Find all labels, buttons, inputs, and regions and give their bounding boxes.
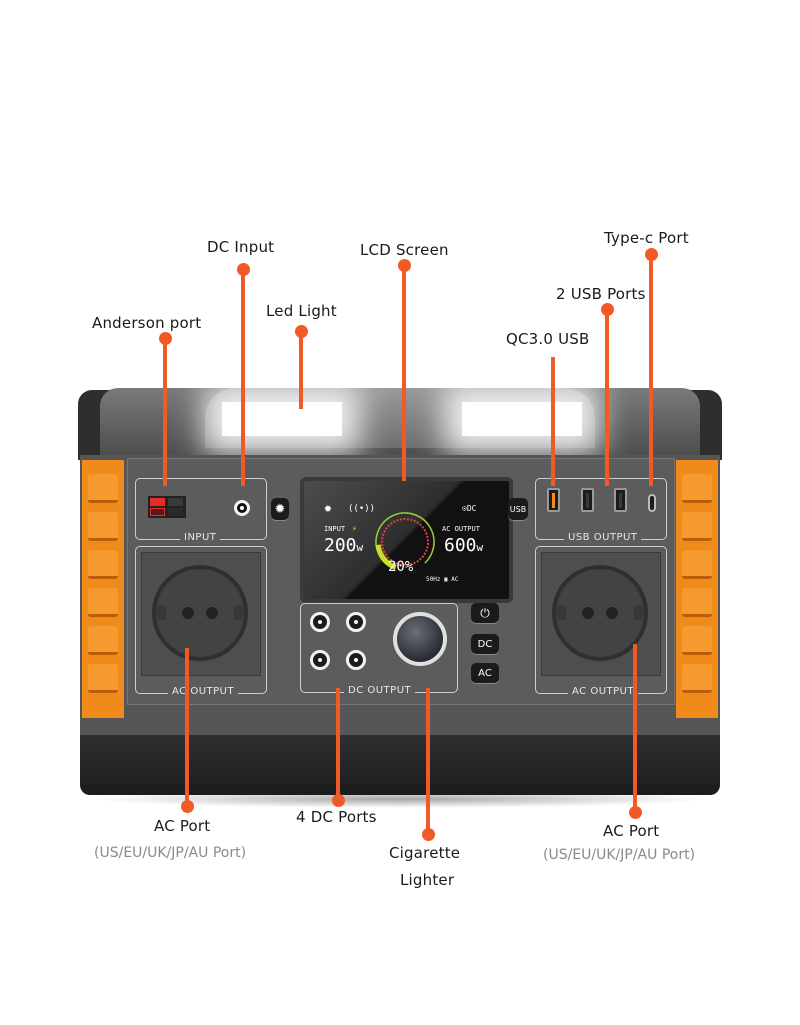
ac-socket-right[interactable] [552, 565, 648, 661]
ac-output-label-left: AC OUTPUT [168, 686, 239, 697]
callout-led-light: Led Light [266, 302, 337, 320]
ac-socket-box-right [541, 552, 661, 676]
dc-port-1[interactable] [310, 612, 330, 632]
qc3-usb-port[interactable] [547, 488, 560, 512]
callout-line [633, 644, 637, 808]
battery-gauge [375, 512, 435, 572]
callout-dot [629, 806, 642, 819]
ac-socket-box-left [141, 552, 261, 676]
lcd-frequency: 50Hz ▣ AC [426, 576, 459, 583]
callout-dc-ports: 4 DC Ports [296, 808, 377, 826]
callout-cigarette-line2: Lighter [400, 871, 455, 889]
callout-line [402, 265, 406, 481]
dc-port-2[interactable] [346, 612, 366, 632]
led-light-right [462, 402, 582, 436]
callout-line [551, 357, 555, 486]
callout-line [241, 269, 245, 486]
callout-qc3-usb: QC3.0 USB [506, 330, 590, 348]
usb-button[interactable]: USB [508, 498, 528, 520]
callout-dot [181, 800, 194, 813]
lcd-battery-percent: 20% [388, 559, 414, 575]
callout-ac-port-left-sub: (US/EU/UK/JP/AU Port) [94, 845, 247, 861]
callout-line [299, 331, 303, 409]
lcd-output-value: 600w [444, 535, 484, 556]
dc-button[interactable]: DC [471, 634, 499, 654]
cigarette-lighter-socket[interactable] [393, 612, 447, 666]
lcd-screen: ✹ ((•)) ⊙DC INPUT ⚡ 200w AC OUTPUT 600w … [300, 477, 513, 603]
callout-line [185, 648, 189, 804]
dc-port-4[interactable] [346, 650, 366, 670]
anderson-port[interactable] [148, 496, 186, 518]
lcd-wireless-icon: ((•)) [348, 504, 376, 514]
callout-ac-port-right-sub: (US/EU/UK/JP/AU Port) [543, 847, 696, 863]
callout-anderson-port: Anderson port [92, 314, 202, 332]
dc-output-label: DC OUTPUT [344, 685, 416, 696]
callout-dot [332, 794, 345, 807]
left-orange-grip [82, 460, 124, 718]
light-button[interactable]: ✹ [271, 498, 289, 520]
callout-line [336, 688, 340, 798]
dc-port-3[interactable] [310, 650, 330, 670]
lcd-input-label: INPUT [324, 525, 346, 533]
lcd-input-value: 200w [324, 535, 364, 556]
lcd-charging-icon: ⚡ [352, 524, 357, 533]
callout-line [605, 309, 609, 486]
callout-usb-ports: 2 USB Ports [556, 285, 646, 303]
callout-line [163, 338, 167, 486]
callout-dc-input: DC Input [207, 238, 275, 256]
type-c-port[interactable] [648, 494, 656, 512]
callout-ac-port-left: AC Port [154, 817, 211, 835]
usb-output-label: USB OUTPUT [564, 532, 642, 543]
right-orange-grip [676, 460, 718, 718]
callout-ac-port-right: AC Port [603, 822, 660, 840]
callout-type-c-port: Type-c Port [604, 229, 689, 247]
lcd-light-icon: ✹ [324, 501, 332, 516]
ac-socket-left[interactable] [152, 565, 248, 661]
lcd-output-label: AC OUTPUT [442, 525, 480, 533]
power-icon: ⏻ [480, 605, 490, 620]
ac-output-label-right: AC OUTPUT [568, 686, 639, 697]
device-base [80, 735, 720, 795]
lcd-dc-indicator: ⊙DC [462, 504, 477, 513]
usb-port-2[interactable] [614, 488, 627, 512]
callout-line [649, 254, 653, 486]
power-button[interactable]: ⏻ [471, 603, 499, 623]
ac-button[interactable]: AC [471, 663, 499, 683]
battery-gauge-fill [375, 544, 397, 570]
input-panel-label: INPUT [180, 532, 221, 543]
callout-dot [422, 828, 435, 841]
callout-cigarette-line1: Cigarette [389, 844, 461, 862]
callout-lcd-screen: LCD Screen [360, 241, 449, 259]
light-icon: ✹ [274, 501, 286, 517]
led-light-left [222, 402, 342, 436]
usb-port-1[interactable] [581, 488, 594, 512]
callout-line [426, 688, 430, 832]
dc-input-jack[interactable] [234, 500, 250, 516]
